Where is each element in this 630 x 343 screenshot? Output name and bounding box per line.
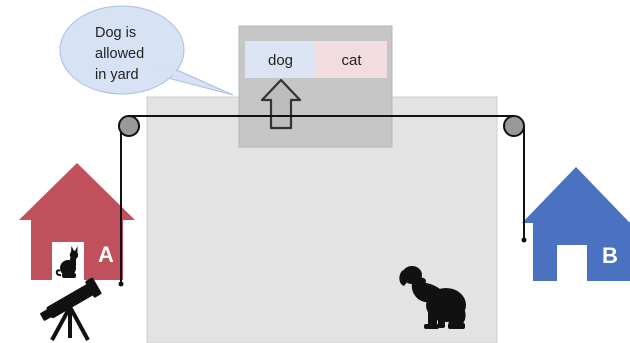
- house-b: B: [522, 167, 630, 281]
- house-b-door: [557, 245, 587, 281]
- right-pulley-icon: [503, 115, 525, 137]
- telescope-icon: [40, 277, 102, 341]
- house-a: A: [19, 163, 135, 280]
- right-rope-end: [521, 237, 527, 243]
- dog-tag: dog: [245, 41, 316, 78]
- cat-tag: cat: [316, 41, 387, 78]
- left-pulley-icon: [118, 115, 140, 137]
- bubble-line-2: allowed: [95, 46, 144, 62]
- bubble-line-1: Dog is: [95, 25, 136, 41]
- left-rope-end: [118, 281, 124, 287]
- house-b-letter: B: [602, 243, 618, 268]
- dog-label: dog: [268, 52, 293, 69]
- house-a-letter: A: [98, 242, 114, 267]
- bubble-line-3: in yard: [95, 67, 139, 83]
- cat-icon: [55, 246, 79, 278]
- cat-label: cat: [341, 52, 362, 69]
- pulley-rope: [120, 115, 525, 283]
- speech-bubble: Dog is allowed in yard: [59, 5, 234, 96]
- dog-icon: [399, 266, 466, 329]
